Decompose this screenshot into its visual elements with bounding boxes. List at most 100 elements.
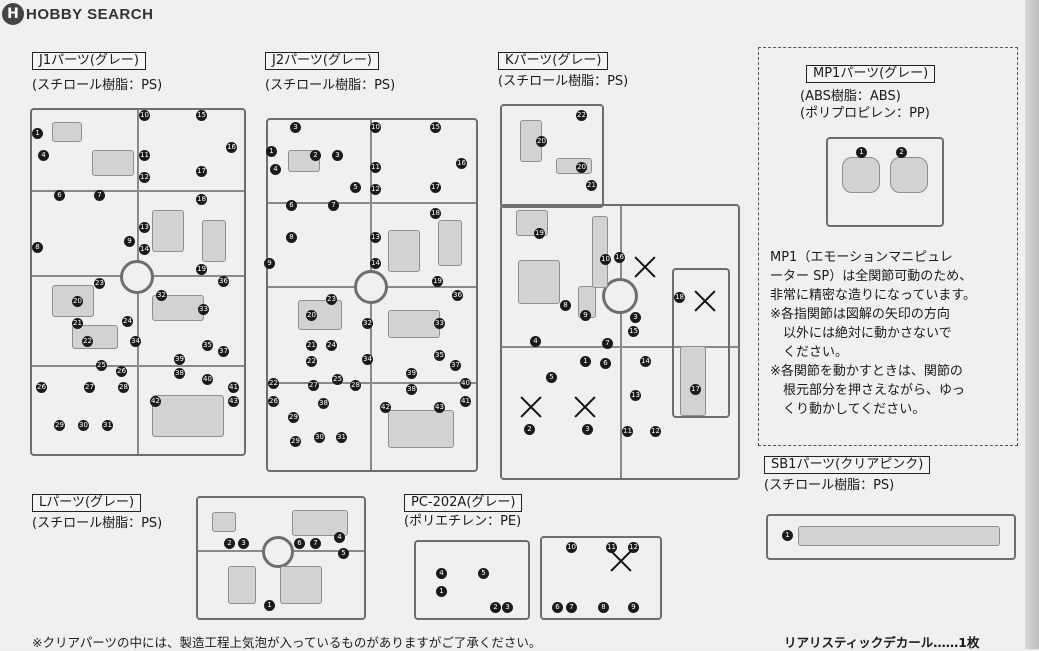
part-number-marker: 38 — [318, 398, 329, 409]
part-number-marker: 3 — [502, 602, 513, 613]
part-number-marker: 17 — [690, 384, 701, 395]
part-number-marker: 15 — [430, 122, 441, 133]
part-number-marker: 10 — [566, 542, 577, 553]
part-number-marker: 26 — [116, 366, 127, 377]
mp1-desc-line: 非常に精密な造りになっています。 — [770, 288, 977, 303]
part-number-marker: 17 — [430, 182, 441, 193]
part-number-marker: 24 — [326, 340, 337, 351]
part-number-marker: 41 — [460, 396, 471, 407]
part-number-marker: 23 — [326, 294, 337, 305]
part-number-marker: 5 — [350, 182, 361, 193]
part-number-marker: 3 — [290, 122, 301, 133]
part-number-marker: 1 — [856, 147, 867, 158]
part-number-marker: 3 — [238, 538, 249, 549]
part-number-marker: 38 — [174, 368, 185, 379]
part-number-marker: 14 — [370, 258, 381, 269]
part-number-marker: 16 — [456, 158, 467, 169]
part-number-marker: 19 — [196, 264, 207, 275]
part-number-marker: 26 — [36, 382, 47, 393]
part-number-marker: 35 — [202, 340, 213, 351]
part-number-marker: 6 — [600, 358, 611, 369]
part-number-marker: 42 — [380, 402, 391, 413]
j1-title: J1パーツ(グレー) — [32, 52, 146, 70]
part-number-marker: 20 — [306, 310, 317, 321]
part-number-marker: 4 — [38, 150, 49, 161]
part-number-marker: 31 — [102, 420, 113, 431]
part-number-marker: 9 — [580, 310, 591, 321]
part-number-marker: 2 — [524, 424, 535, 435]
part-number-marker: 8 — [598, 602, 609, 613]
pc-title: PC-202A(グレー) — [404, 494, 523, 512]
part-number-marker: 14 — [139, 244, 150, 255]
part-number-marker: 38 — [406, 384, 417, 395]
decal-count: リアリスティックデカール……1枚 — [784, 635, 980, 650]
part-number-marker: 5 — [546, 372, 557, 383]
part-number-marker: 1 — [32, 128, 43, 139]
part-number-marker: 27 — [84, 382, 95, 393]
part-number-marker: 30 — [78, 420, 89, 431]
part-number-marker: 39 — [174, 354, 185, 365]
mp1-desc-line: ※各関節を動かすときは、関節の — [770, 364, 963, 379]
part-number-marker: 11 — [139, 150, 150, 161]
part-number-marker: 7 — [566, 602, 577, 613]
part-number-marker: 13 — [139, 222, 150, 233]
page-edge — [1025, 0, 1039, 649]
pc-runner-left — [414, 540, 530, 620]
part-number-marker: 7 — [602, 338, 613, 349]
part-number-marker: 1 — [782, 530, 793, 541]
part-number-marker: 7 — [328, 200, 339, 211]
part-number-marker: 29 — [54, 420, 65, 431]
not-used-cross-icon — [520, 396, 542, 418]
part-number-marker: 18 — [196, 194, 207, 205]
part-number-marker: 29 — [288, 412, 299, 423]
part-number-marker: 21 — [72, 318, 83, 329]
j2-title: J2パーツ(グレー) — [265, 52, 379, 70]
part-number-marker: 22 — [82, 336, 93, 347]
mp1-desc-line: 根元部分を押さえながら、ゆっ — [770, 383, 966, 398]
part-number-marker: 10 — [139, 110, 150, 121]
part-number-marker: 9 — [264, 258, 275, 269]
part-number-marker: 37 — [218, 346, 229, 357]
part-number-marker: 6 — [294, 538, 305, 549]
pc-material: (ポリエチレン：PE) — [404, 514, 522, 529]
part-number-marker: 2 — [310, 150, 321, 161]
part-number-marker: 34 — [130, 336, 141, 347]
part-number-marker: 37 — [450, 360, 461, 371]
l-runner — [196, 496, 366, 620]
part-number-marker: 22 — [576, 110, 587, 121]
mp1-material-pp: (ポリプロピレン：PP) — [800, 106, 930, 121]
pc-runner-right — [540, 536, 662, 620]
mp1-desc-line: くり動かしてください。 — [770, 402, 926, 417]
clear-parts-note: ※クリアパーツの中には、製造工程上気泡が入っているものがありますがご了承ください… — [32, 635, 542, 650]
part-number-marker: 21 — [306, 340, 317, 351]
part-number-marker: 4 — [334, 532, 345, 543]
k-title: Kパーツ(グレー) — [498, 52, 609, 70]
part-number-marker: 28 — [118, 382, 129, 393]
part-number-marker: 8 — [32, 242, 43, 253]
part-number-marker: 5 — [338, 548, 349, 559]
not-used-cross-icon — [634, 256, 656, 278]
mp1-material-abs: (ABS樹脂：ABS) — [800, 89, 901, 104]
j1-runner — [30, 108, 246, 456]
mp1-panel — [758, 47, 1018, 446]
part-number-marker: 18 — [674, 292, 685, 303]
part-number-marker: 15 — [628, 326, 639, 337]
part-number-marker: 40 — [202, 374, 213, 385]
part-number-marker: 13 — [630, 390, 641, 401]
part-number-marker: 8 — [560, 300, 571, 311]
k-material: (スチロール樹脂：PS) — [498, 74, 629, 89]
part-number-marker: 32 — [362, 318, 373, 329]
part-number-marker: 1 — [436, 586, 447, 597]
part-number-marker: 22 — [306, 356, 317, 367]
part-number-marker: 9 — [124, 236, 135, 247]
part-number-marker: 24 — [122, 316, 133, 327]
part-number-marker: 19 — [534, 228, 545, 239]
mp1-title: MP1パーツ(グレー) — [806, 65, 936, 83]
part-number-marker: 2 — [490, 602, 501, 613]
part-number-marker: 16 — [226, 142, 237, 153]
part-number-marker: 21 — [586, 180, 597, 191]
part-number-marker: 25 — [332, 374, 343, 385]
part-number-marker: 41 — [228, 382, 239, 393]
part-number-marker: 26 — [268, 396, 279, 407]
part-number-marker: 29 — [290, 436, 301, 447]
